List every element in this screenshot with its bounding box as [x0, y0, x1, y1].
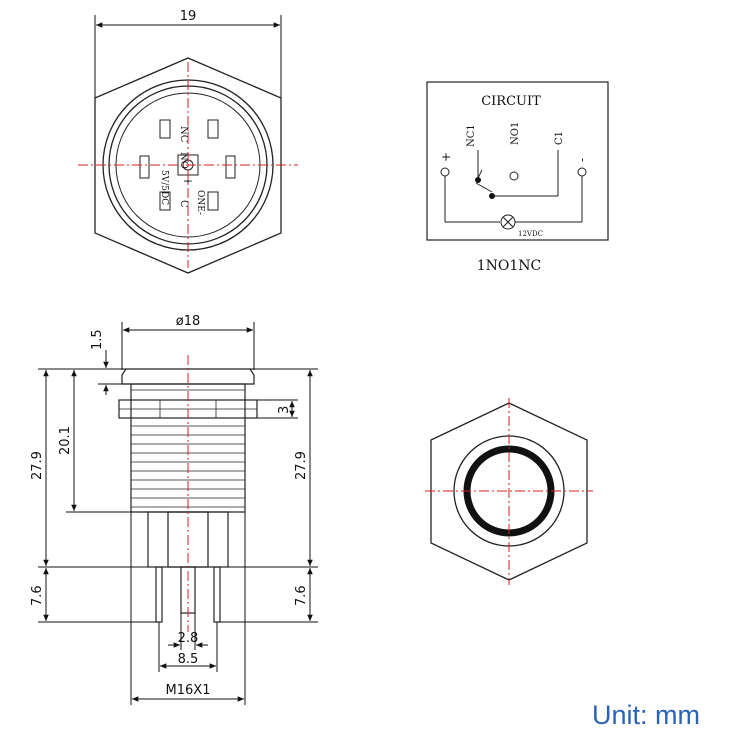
circuit-diagram: CIRCUIT NC1 NO1 C1 + - 12VDC 1NO1NC [426, 81, 609, 274]
thread-size-label: M16X1 [166, 683, 211, 698]
circuit-label-c1: C1 [554, 131, 565, 145]
nut-thickness-label: 3 [277, 406, 292, 414]
circuit-caption: 1NO1NC [477, 258, 542, 274]
circuit-label-plus: + [439, 152, 453, 162]
thread-length-label: 20.1 [58, 426, 73, 455]
diameter-label: ø18 [176, 314, 201, 329]
head-height-label: 1.5 [90, 329, 105, 350]
unit-label: Unit: mm [592, 700, 700, 730]
pin-spacing-large-label: 8.5 [178, 652, 199, 667]
pin-spacing-small-label: 2.8 [178, 631, 199, 646]
pin-label-no: NO [178, 152, 189, 169]
circuit-label-minus: - [575, 158, 589, 162]
body-height-left-label: 27.9 [30, 451, 45, 480]
pin-length-left-label: 7.6 [30, 585, 45, 606]
circuit-title: CIRCUIT [481, 94, 541, 109]
lamp-voltage-label: 12VDC [518, 230, 543, 238]
pin-label-c: C [178, 200, 189, 208]
pin-label-plus: + [181, 176, 195, 186]
pin-length-right-label: 7.6 [294, 585, 309, 606]
body-height-right-label: 27.9 [294, 451, 309, 480]
circuit-label-nc1: NC1 [466, 124, 477, 147]
hex-outline [94, 57, 282, 274]
pin-label-one-minus: ONE- [195, 190, 205, 215]
pin-label-nc: NC [178, 126, 189, 143]
top-width-label: 19 [180, 9, 197, 24]
circuit-frame [426, 81, 609, 241]
pin-label-voltage: 5V/5DC [159, 170, 169, 205]
circuit-label-no1: NO1 [510, 122, 521, 145]
